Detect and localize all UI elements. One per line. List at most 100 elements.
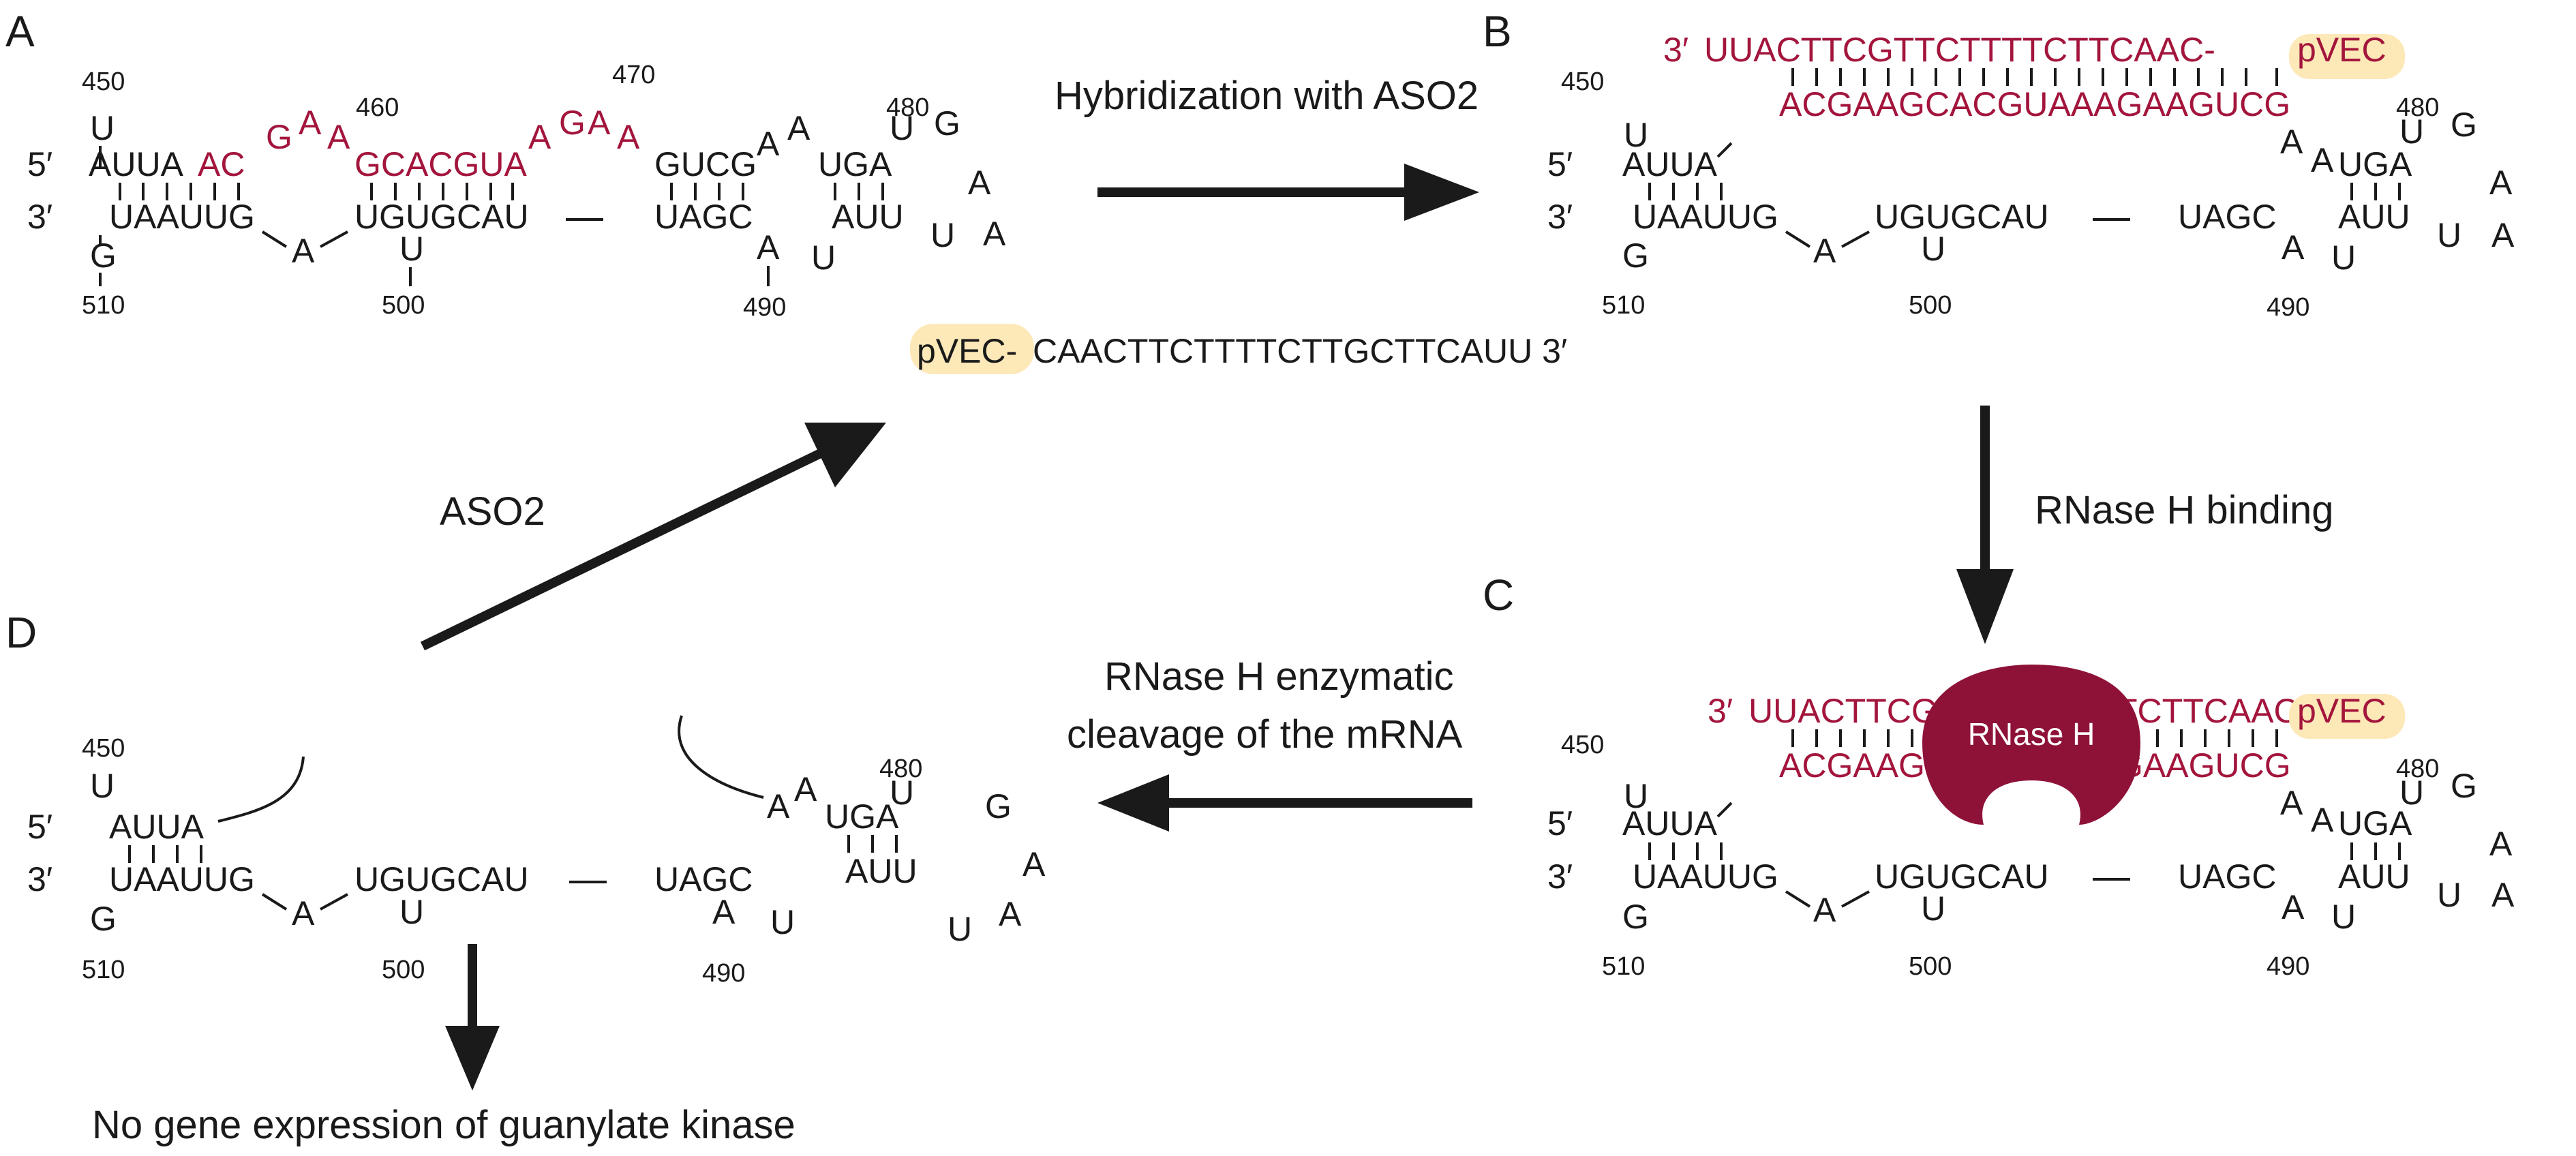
nt-a-bulge-d: A xyxy=(292,894,315,932)
pos-450-d: 450 xyxy=(82,734,125,763)
rnase-h-label: RNase H xyxy=(1968,716,2095,752)
hairpin-b-2: G xyxy=(2451,106,2477,144)
label-cleavage-1: RNase H enzymatic xyxy=(1104,654,1453,699)
strand-top-1-c: AUUA xyxy=(1622,804,1718,842)
label-cleavage-2: cleavage of the mRNA xyxy=(1067,712,1463,757)
hairpin-b-4: A xyxy=(2491,216,2515,254)
hairpin-d-3: A xyxy=(1022,845,1046,883)
loop-a-3: A xyxy=(327,118,350,156)
label-aso2: ASO2 xyxy=(440,489,545,534)
loop-b-3: A xyxy=(588,104,611,142)
three-prime-end-c: 3′ xyxy=(1547,857,1573,896)
nt-u500-b: U xyxy=(1921,230,1945,268)
nt-u490-d: U xyxy=(770,903,795,941)
aso-c-three: 3′ xyxy=(1708,692,1733,730)
panel-b: B 3′ UUACTTCGTTCTTTTCTTCAAC- pVEC ACGAAG… xyxy=(1483,7,2515,322)
nt-u450: U xyxy=(90,109,115,147)
nt-a490: A xyxy=(757,228,780,267)
strand-bottom-4-b: AUU xyxy=(2338,198,2410,236)
nt-a490-c: A xyxy=(2282,888,2305,926)
panel-label-c: C xyxy=(1483,571,1514,620)
loop-a-2: A xyxy=(299,104,322,142)
aso2-sequence: CAACTTCTTTTCTTGCTTCAUU 3′ xyxy=(1033,332,1567,370)
pos-490: 490 xyxy=(743,293,786,322)
pos-500-b: 500 xyxy=(1909,291,1952,320)
hairpin-c-1: U xyxy=(2399,774,2424,812)
hairpin-b-1: U xyxy=(2399,112,2424,151)
pos-500: 500 xyxy=(382,291,425,320)
nt-u500-c: U xyxy=(1921,889,1945,928)
panel-label-b: B xyxy=(1483,7,1512,56)
strand-bottom-3-d: UAGC xyxy=(654,860,753,898)
loop-a-1: G xyxy=(266,118,292,156)
aso-b-pvec: pVEC xyxy=(2297,31,2386,69)
aso-b-pairs xyxy=(1791,68,2278,86)
pos-450: 450 xyxy=(82,67,125,96)
nt-u500: U xyxy=(399,230,424,268)
label-no-expression: No gene expression of guanylate kinase xyxy=(92,1103,795,1147)
nt-a-bulge: A xyxy=(292,232,315,270)
cleaved-end-right xyxy=(678,715,764,799)
five-prime-end-c: 5′ xyxy=(1547,804,1573,842)
pos-500-d: 500 xyxy=(382,956,425,984)
hairpin-d-1: U xyxy=(890,774,914,812)
five-prime-end-b: 5′ xyxy=(1547,145,1573,183)
pos-480-d: 480 xyxy=(879,755,922,783)
hairpin-d-4: A xyxy=(999,895,1022,933)
strand-bottom-2: UGUGCAU xyxy=(354,198,529,236)
strand-top-4-d: UGA xyxy=(825,797,899,836)
three-prime-end-b: 3′ xyxy=(1547,198,1573,236)
nt-u490-c: U xyxy=(2331,898,2356,936)
arrow-hybridization: Hybridization with ASO2 xyxy=(1055,74,1479,221)
strand-top-red-1: AC xyxy=(198,145,245,183)
nt-u490: U xyxy=(811,239,836,277)
strand-bottom-1-b: UAAUUG xyxy=(1633,198,1778,236)
hairpin-c-4: A xyxy=(2491,876,2515,914)
nt-a-bulge-b: A xyxy=(1813,232,1836,270)
pvec-tag: pVEC- xyxy=(917,332,1017,370)
nt-a-bulge-c: A xyxy=(1813,891,1836,929)
panel-label-d: D xyxy=(5,608,37,657)
loop-c-1: A xyxy=(757,125,780,163)
strand-bottom-2-d: UGUGCAU xyxy=(354,860,529,898)
aso-c-pvec: pVEC xyxy=(2297,692,2386,730)
strand-bottom-2-b: UGUGCAU xyxy=(1875,198,2049,236)
hairpin-c-3: A xyxy=(2489,825,2513,863)
hairpin-a-1: U xyxy=(890,109,914,147)
three-prime-end: 3′ xyxy=(27,198,52,236)
panel-a: A 450 U 5′ AUUA AC G A A 460 GCACGUA A G… xyxy=(5,7,1006,322)
hairpin-c-5: U xyxy=(2437,876,2461,914)
strand-top-4-c: UGA xyxy=(2338,804,2412,842)
nt-g510-c: G xyxy=(1622,898,1649,936)
pos-450-b: 450 xyxy=(1561,67,1604,96)
three-prime-end-d: 3′ xyxy=(27,860,52,898)
strand-top-red-2: GCACGUA xyxy=(354,145,527,183)
aso-b-three: 3′ xyxy=(1663,31,1688,69)
loop-c-2-d: A xyxy=(794,770,817,808)
strand-bottom-4-d: AUU xyxy=(845,852,918,890)
pos-490-d: 490 xyxy=(702,959,745,988)
pvec-highlight xyxy=(910,324,1034,374)
nt-a490-b: A xyxy=(2282,228,2305,267)
arrow-cleavage: RNase H enzymatic cleavage of the mRNA xyxy=(1067,654,1472,832)
strand-bottom-2-c: UGUGCAU xyxy=(1875,857,2049,896)
aso-c-pairs xyxy=(1791,729,2278,747)
cleaved-end-left xyxy=(217,756,305,823)
base-pairs-a xyxy=(119,183,884,200)
strand-bottom-1: UAAUUG xyxy=(109,198,255,236)
five-prime-end-d: 5′ xyxy=(27,808,52,846)
strand-bottom-3-b: UAGC xyxy=(2178,198,2276,236)
loop-b-1: A xyxy=(528,118,551,156)
pos-480-c: 480 xyxy=(2396,755,2439,783)
pos-490-b: 490 xyxy=(2267,293,2309,322)
nt-g510: G xyxy=(90,237,117,275)
pos-510-d: 510 xyxy=(82,956,125,984)
hairpin-d-2: G xyxy=(985,787,1012,825)
pos-480-b: 480 xyxy=(2396,93,2439,122)
aso-c-bottom-right: GAAGUCG xyxy=(2117,746,2291,785)
strand-bottom-3-c: UAGC xyxy=(2178,857,2276,896)
rnase-h-enzyme: RNase H xyxy=(1922,665,2140,836)
strand-top-1-b: AUUA xyxy=(1622,145,1718,183)
hairpin-a-2: G xyxy=(934,104,960,142)
strand-top-3: GUCG xyxy=(654,145,757,183)
